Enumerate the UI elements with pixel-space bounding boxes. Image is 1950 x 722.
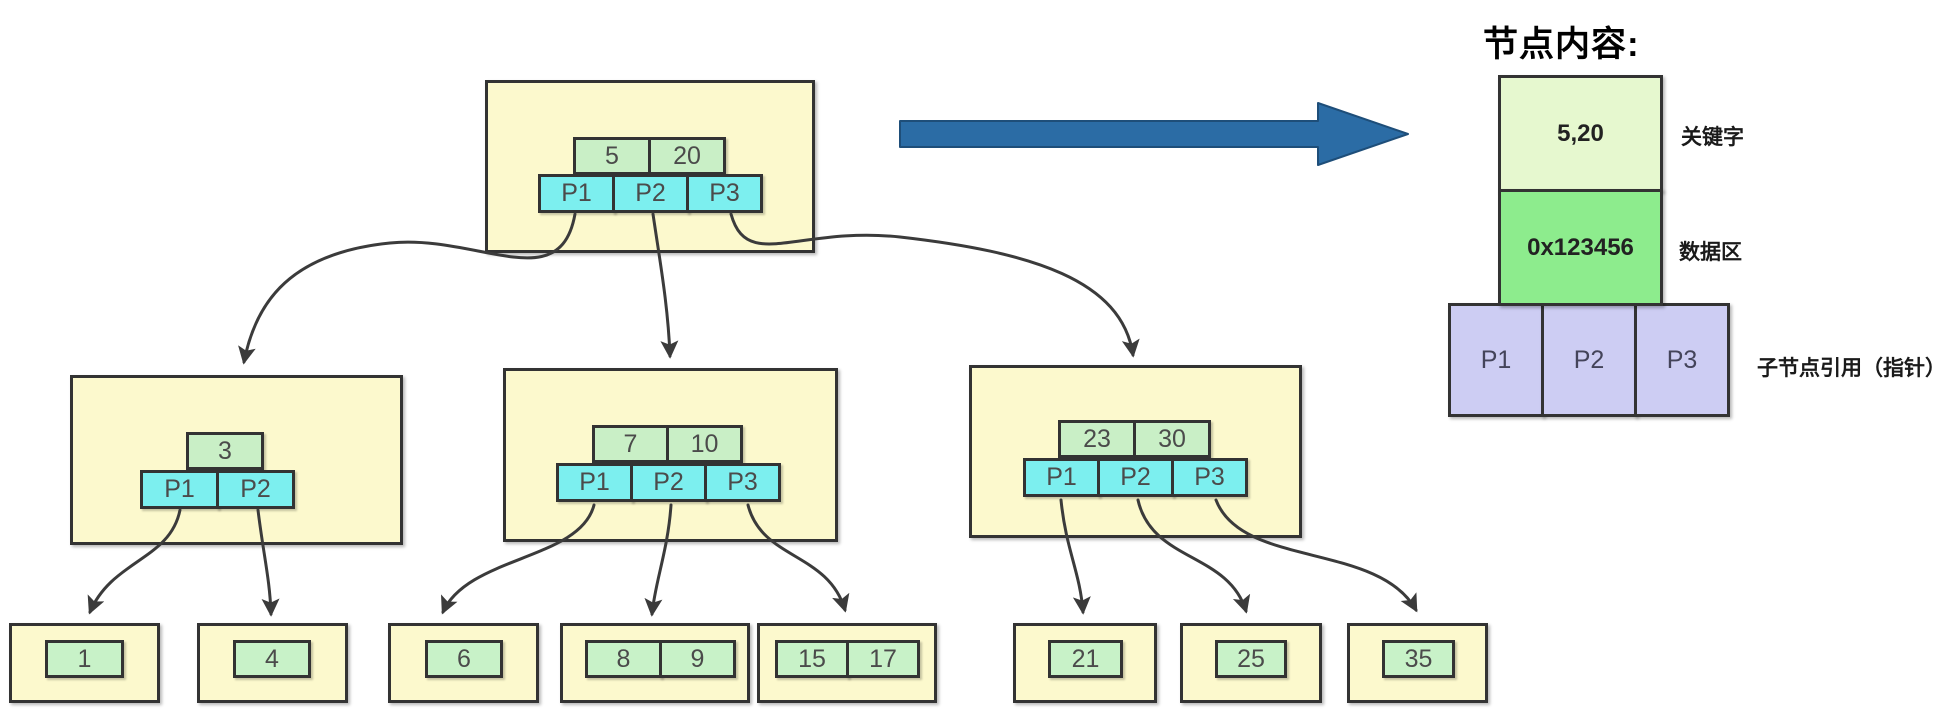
leaf8-cells: 35 xyxy=(1382,640,1455,678)
key-cell: 9 xyxy=(659,640,736,678)
root-keys-row: 5 20 xyxy=(573,137,726,175)
pointer-cell: P2 xyxy=(612,174,689,213)
child1-pointers-row: P1 P2 xyxy=(140,470,295,509)
child1-keys-row: 3 xyxy=(186,432,264,470)
key-cell: 3 xyxy=(186,432,264,470)
legend-pointer-label: 子节点引用（指针） xyxy=(1757,357,1946,380)
leaf4-cells: 8 9 xyxy=(585,640,736,678)
leaf6-cells: 21 xyxy=(1048,640,1123,678)
pointer-cell: P1 xyxy=(538,174,615,213)
pointer-cell: P1 xyxy=(556,463,633,502)
child3-keys-row: 23 30 xyxy=(1058,420,1211,458)
legend-title: 节点内容: xyxy=(1483,25,1640,64)
key-cell: 10 xyxy=(666,425,743,463)
key-cell: 6 xyxy=(425,640,503,678)
key-cell: 17 xyxy=(846,640,920,678)
big-right-arrow xyxy=(899,102,1409,166)
key-cell: 30 xyxy=(1133,420,1211,458)
legend-pointer-cell: P3 xyxy=(1634,303,1730,417)
key-cell: 5 xyxy=(573,137,651,175)
key-cell: 4 xyxy=(233,640,311,678)
legend-key-label: 关键字 xyxy=(1681,126,1744,149)
child3-pointers-row: P1 P2 P3 xyxy=(1023,458,1248,497)
key-cell: 7 xyxy=(592,425,669,463)
leaf3-cells: 6 xyxy=(425,640,503,678)
pointer-cell: P2 xyxy=(1097,458,1174,497)
key-cell: 20 xyxy=(648,137,726,175)
legend-data-box: 0x123456 xyxy=(1498,189,1663,306)
pointer-cell: P2 xyxy=(630,463,707,502)
legend-key-box: 5,20 xyxy=(1498,75,1663,192)
key-cell: 35 xyxy=(1382,640,1455,678)
key-cell: 23 xyxy=(1058,420,1136,458)
pointer-cell: P3 xyxy=(1171,458,1248,497)
key-cell: 21 xyxy=(1048,640,1123,678)
legend-pointer-cell: P2 xyxy=(1541,303,1637,417)
legend-pointer-row: P1 P2 P3 xyxy=(1448,303,1730,417)
legend-pointer-cell: P1 xyxy=(1448,303,1544,417)
pointer-cell: P2 xyxy=(216,470,295,509)
key-cell: 15 xyxy=(775,640,849,678)
leaf2-cells: 4 xyxy=(233,640,311,678)
key-cell: 8 xyxy=(585,640,662,678)
pointer-cell: P3 xyxy=(686,174,763,213)
child2-pointers-row: P1 P2 P3 xyxy=(556,463,781,502)
pointer-cell: P3 xyxy=(704,463,781,502)
key-cell: 25 xyxy=(1215,640,1287,678)
leaf7-cells: 25 xyxy=(1215,640,1287,678)
leaf-node-box-6 xyxy=(1013,623,1157,703)
legend-data-label: 数据区 xyxy=(1679,241,1742,264)
child2-keys-row: 7 10 xyxy=(592,425,743,463)
leaf1-cells: 1 xyxy=(45,640,124,678)
key-cell: 1 xyxy=(45,640,124,678)
pointer-cell: P1 xyxy=(1023,458,1100,497)
pointer-cell: P1 xyxy=(140,470,219,509)
root-pointers-row: P1 P2 P3 xyxy=(538,174,763,213)
leaf5-cells: 15 17 xyxy=(775,640,920,678)
